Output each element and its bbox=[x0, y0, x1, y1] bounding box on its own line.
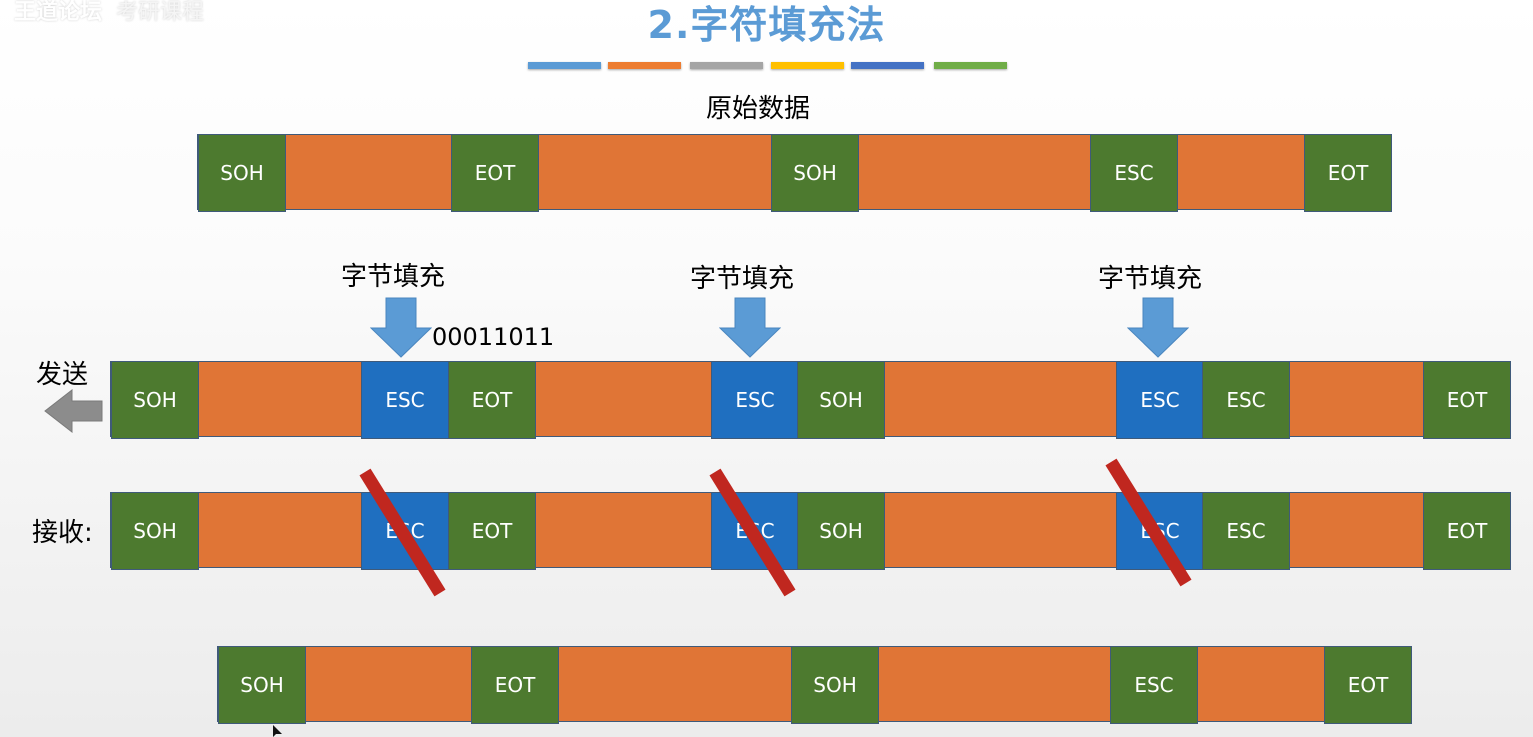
strike-mark-2 bbox=[709, 468, 796, 597]
receive-frame: SOH ESC EOT ESC SOH ESC ESC EOT bbox=[110, 492, 1511, 570]
send-cell-5: SOH bbox=[797, 361, 885, 439]
down-arrow-icon bbox=[719, 297, 781, 358]
send-cell-4: ESC bbox=[711, 361, 799, 439]
left-arrow-icon bbox=[44, 389, 103, 433]
swatch-1 bbox=[528, 62, 601, 69]
send-cell-7: ESC bbox=[1202, 361, 1290, 439]
send-cell-3: EOT bbox=[448, 361, 536, 439]
send-cell-1: SOH bbox=[111, 361, 199, 439]
watermark-faint: 考研课程 bbox=[116, 0, 205, 25]
result-frame: SOH EOT SOH ESC EOT bbox=[217, 646, 1412, 724]
result-cell-5: EOT bbox=[1324, 646, 1412, 724]
watermark-site: 王道论坛 bbox=[14, 0, 103, 25]
stuffing-label-3: 字节填充 bbox=[1098, 264, 1203, 294]
receive-cell-8: EOT bbox=[1423, 492, 1511, 570]
original-frame: SOH EOT SOH ESC EOT bbox=[197, 134, 1392, 212]
original-cell-3: SOH bbox=[771, 134, 859, 212]
swatch-3 bbox=[690, 62, 763, 69]
swatch-5 bbox=[851, 62, 924, 69]
stuffing-label-2: 字节填充 bbox=[690, 264, 795, 294]
swatch-4 bbox=[771, 62, 844, 69]
send-cell-2: ESC bbox=[361, 361, 449, 439]
down-arrow-icon bbox=[1127, 297, 1189, 358]
down-arrow-icon bbox=[370, 297, 432, 358]
receive-cell-7: ESC bbox=[1202, 492, 1290, 570]
send-label: 发送 bbox=[36, 360, 89, 390]
send-cell-8: EOT bbox=[1423, 361, 1511, 439]
send-frame: SOH ESC EOT ESC SOH ESC ESC EOT bbox=[110, 361, 1511, 439]
watermark: 王道论坛考研课程 bbox=[14, 0, 204, 26]
receive-label: 接收: bbox=[32, 518, 93, 548]
result-cell-1: SOH bbox=[218, 646, 306, 724]
mouse-cursor-icon bbox=[273, 725, 282, 737]
receive-cell-3: EOT bbox=[448, 492, 536, 570]
esc-binary-code: 00011011 bbox=[432, 323, 555, 351]
swatch-6 bbox=[934, 62, 1007, 69]
original-cell-4: ESC bbox=[1090, 134, 1178, 212]
result-cell-2: EOT bbox=[471, 646, 559, 724]
receive-cell-1: SOH bbox=[111, 492, 199, 570]
swatch-2 bbox=[608, 62, 681, 69]
strike-mark-3 bbox=[1105, 458, 1192, 587]
slide-title: 2.字符填充法 bbox=[647, 3, 886, 47]
original-cell-2: EOT bbox=[451, 134, 539, 212]
original-data-label: 原始数据 bbox=[706, 94, 811, 124]
result-cell-4: ESC bbox=[1110, 646, 1198, 724]
receive-cell-5: SOH bbox=[797, 492, 885, 570]
stuffing-label-1: 字节填充 bbox=[341, 262, 446, 292]
original-cell-1: SOH bbox=[198, 134, 286, 212]
original-cell-5: EOT bbox=[1304, 134, 1392, 212]
result-cell-3: SOH bbox=[791, 646, 879, 724]
strike-mark-1 bbox=[359, 468, 446, 597]
send-cell-6: ESC bbox=[1116, 361, 1204, 439]
